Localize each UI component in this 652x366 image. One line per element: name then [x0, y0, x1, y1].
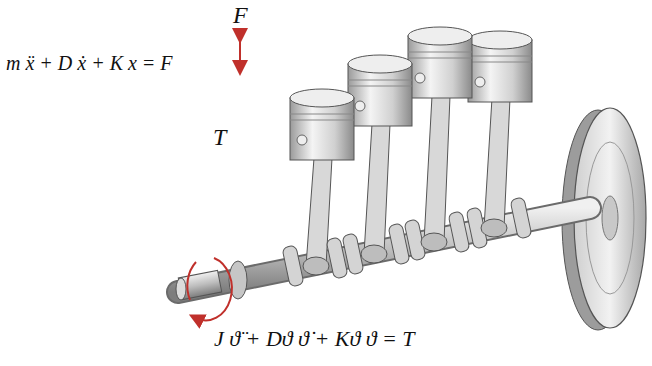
- rotational-equation: J ϑ̈ + Dϑ ϑ̇ + Kϑ ϑ = T: [214, 326, 415, 352]
- translational-equation: m ẍ + D ẋ + K x = F: [6, 52, 173, 75]
- torque-label: T: [213, 124, 226, 151]
- force-label: F: [233, 2, 248, 29]
